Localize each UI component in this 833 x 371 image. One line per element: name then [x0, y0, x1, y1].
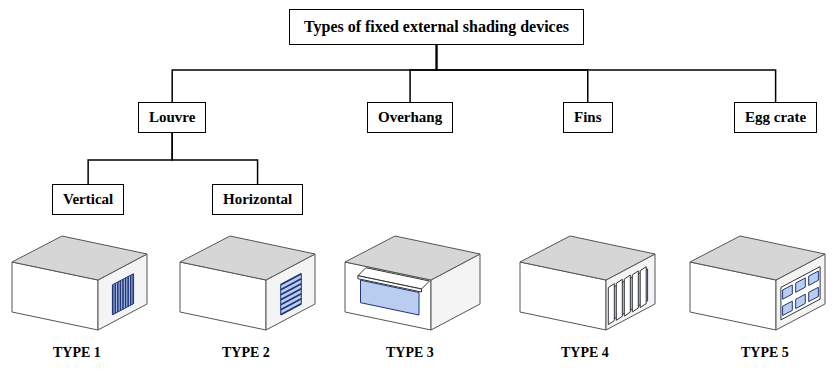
tree-connector [437, 45, 776, 102]
block-roof [12, 236, 147, 280]
vertical-louvre [125, 278, 127, 308]
category-box: Vertical [52, 184, 124, 215]
horizontal-louvre [281, 289, 302, 300]
egg-crate-frame [781, 267, 820, 320]
vertical-louvre [122, 279, 124, 309]
category-box: Egg crate [734, 102, 817, 133]
node-text: Vertical [63, 191, 113, 208]
vertical-louvre [130, 275, 132, 305]
horizontal-louvre [281, 299, 302, 310]
vertical-louvre [127, 277, 129, 307]
vertical-fin [608, 284, 614, 325]
building-block [520, 236, 655, 330]
node-text: Fins [574, 109, 602, 126]
horizontal-louvre [281, 284, 302, 295]
tree-connector [172, 45, 436, 102]
vertical-fin [640, 267, 646, 308]
type-label: TYPE 1 [53, 345, 101, 361]
vertical-fin [616, 279, 622, 320]
node-text: Egg crate [745, 109, 806, 126]
type-label: TYPE 5 [741, 345, 789, 361]
node-text: Types of fixed external shading devices [304, 18, 569, 36]
block-roof [690, 236, 825, 280]
root-box: Types of fixed external shading devices [289, 9, 584, 45]
horizontal-louvre [281, 279, 302, 290]
building-block [12, 236, 147, 330]
building-block [345, 236, 480, 330]
egg-crate-cell [796, 294, 806, 308]
egg-crate-cell [809, 271, 819, 285]
tree-connector [88, 133, 172, 184]
egg-crate-cell [783, 285, 793, 299]
type-label: TYPE 4 [561, 345, 609, 361]
horizontal-louvre [281, 304, 302, 315]
horizontal-louvre [281, 274, 302, 285]
vertical-louvre [114, 283, 116, 313]
overhang-edge [358, 276, 422, 292]
type-label: TYPE 2 [222, 345, 270, 361]
vertical-louvre [117, 282, 119, 312]
category-box: Louvre [138, 102, 206, 133]
egg-crate-cell [783, 301, 793, 315]
tree-connector [437, 45, 588, 102]
egg-crate-cell [809, 287, 819, 301]
tree-connector [172, 133, 257, 184]
vertical-louvre [132, 274, 134, 304]
category-box: Fins [563, 102, 613, 133]
node-text: Horizontal [223, 191, 292, 208]
category-box: Horizontal [212, 184, 303, 215]
tree-connector [410, 45, 436, 102]
type-label: TYPE 3 [386, 345, 434, 361]
node-text: Louvre [149, 109, 195, 126]
window [281, 274, 302, 315]
block-roof [180, 236, 315, 280]
window [113, 274, 134, 315]
vertical-fin [632, 271, 638, 312]
category-box: Overhang [367, 102, 453, 133]
building-block [180, 236, 315, 330]
vertical-fin [624, 275, 630, 316]
horizontal-louvre [281, 294, 302, 305]
vertical-louvre [112, 285, 114, 315]
node-text: Overhang [378, 109, 442, 126]
building-block [690, 236, 825, 330]
egg-crate-cell [796, 278, 806, 292]
vertical-louvre [120, 281, 122, 311]
